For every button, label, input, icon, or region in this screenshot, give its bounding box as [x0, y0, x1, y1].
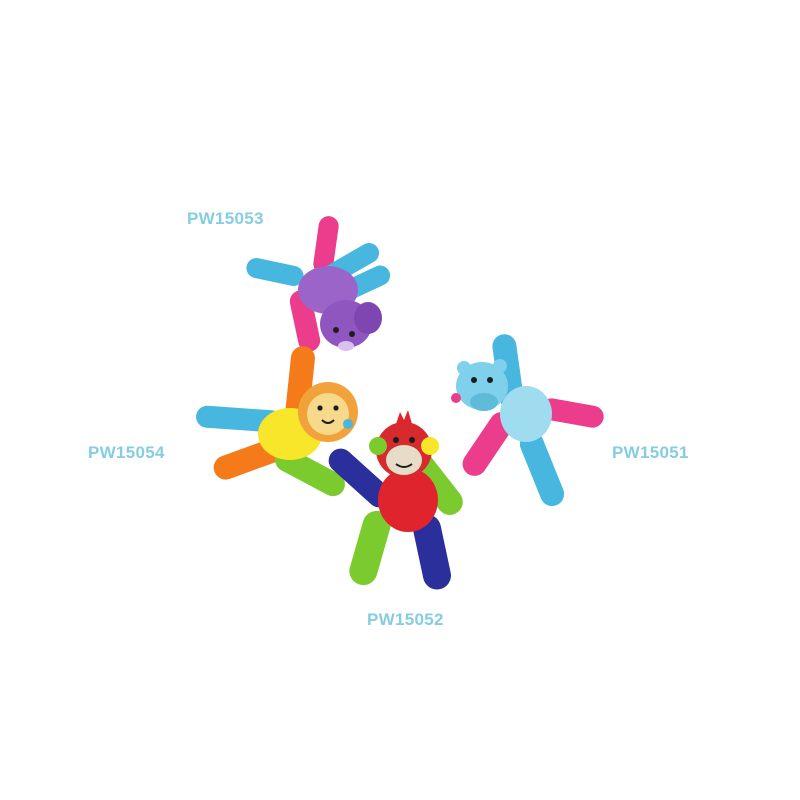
lion-toy: [196, 346, 358, 497]
purple-mouse-toy: [246, 216, 391, 352]
product-code-pw15052: PW15052: [367, 610, 444, 629]
monkey-toy: [328, 410, 463, 590]
product-code-pw15051: PW15051: [612, 443, 689, 462]
product-code-pw15054: PW15054: [88, 443, 165, 462]
product-code-pw15053: PW15053: [187, 209, 264, 228]
hippo-toy: [451, 334, 604, 507]
